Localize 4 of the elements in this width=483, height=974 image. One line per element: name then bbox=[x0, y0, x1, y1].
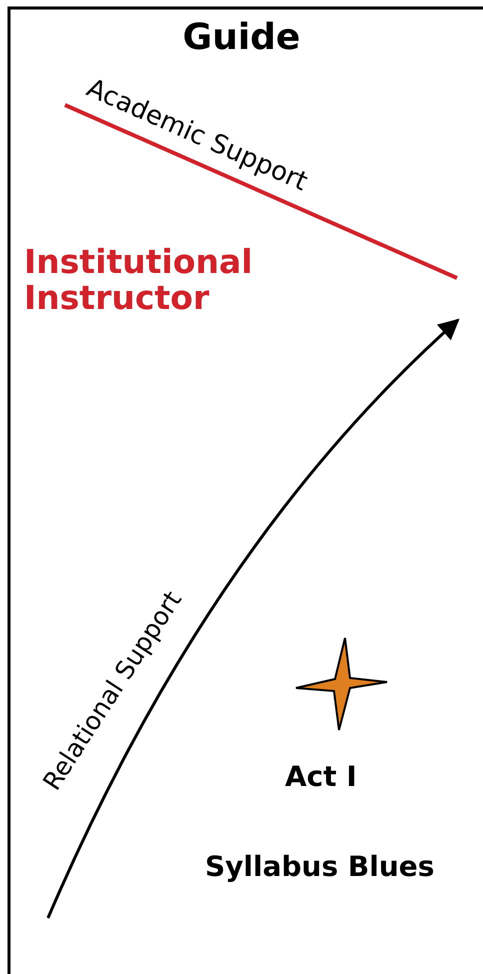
title: Guide bbox=[182, 18, 302, 58]
subtitle-label: Syllabus Blues bbox=[205, 852, 434, 883]
heading-label: Institutional Instructor bbox=[24, 244, 254, 317]
act-label: Act I bbox=[285, 762, 357, 793]
